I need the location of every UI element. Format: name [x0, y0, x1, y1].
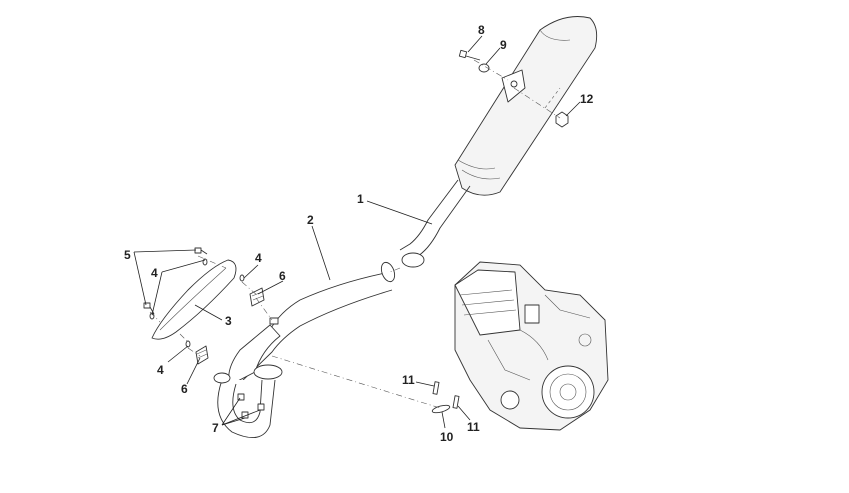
- leader-lines: [133, 35, 581, 429]
- assembly-lines: [149, 59, 561, 409]
- callout-11-left: 11: [402, 373, 415, 387]
- callout-8: 8: [478, 23, 485, 37]
- callout-11-right: 11: [467, 420, 480, 434]
- callout-3: 3: [225, 314, 232, 328]
- callout-4-top-right: 4: [255, 251, 262, 265]
- header-pipe: [213, 261, 396, 439]
- callout-labels: 1 2 3 4 4 4 5 6 6 7 8 9 10 11 11 12: [124, 23, 594, 444]
- callout-6-bottom: 6: [181, 382, 188, 396]
- clamp-lower: [195, 345, 209, 365]
- muffler-bolt: [458, 49, 481, 61]
- callout-10: 10: [440, 430, 454, 444]
- bolt-lower: [143, 302, 155, 315]
- callout-2: 2: [307, 213, 314, 227]
- callout-4-bottom: 4: [157, 363, 164, 377]
- muffler: [399, 16, 598, 268]
- callout-6-top: 6: [279, 269, 286, 283]
- engine: [454, 261, 609, 431]
- bolt-upper: [194, 247, 208, 255]
- callout-4-top-left: 4: [151, 266, 158, 280]
- heat-shield: [151, 259, 237, 340]
- callout-9: 9: [500, 38, 507, 52]
- callout-12: 12: [580, 92, 594, 106]
- callout-7: 7: [212, 421, 219, 435]
- callout-1: 1: [357, 192, 364, 206]
- callout-5: 5: [124, 248, 131, 262]
